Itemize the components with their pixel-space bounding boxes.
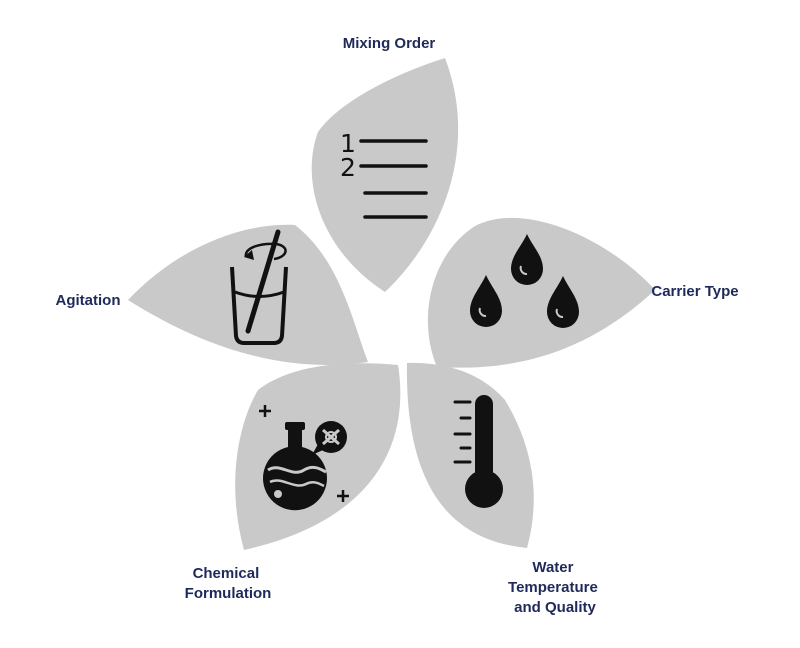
droplets-icon bbox=[470, 234, 579, 328]
list-number-1: 1 bbox=[340, 129, 356, 158]
petal-water-temperature-quality bbox=[406, 362, 534, 548]
label-water-temperature-quality: Water Temperature and Quality bbox=[508, 559, 602, 616]
thermometer-icon bbox=[453, 395, 503, 508]
petal-carrier-type bbox=[427, 217, 655, 368]
stirring-beaker-icon bbox=[230, 229, 288, 345]
droplet-top bbox=[511, 234, 543, 285]
label-mixing-order: Mixing Order bbox=[343, 35, 436, 52]
numbered-list-icon: 1 2 bbox=[340, 129, 428, 219]
flask-icon bbox=[259, 405, 349, 511]
label-chemical-formulation: Chemical Formulation bbox=[185, 565, 272, 602]
droplet-right bbox=[547, 276, 579, 328]
label-agitation: Agitation bbox=[56, 292, 121, 309]
label-carrier-type: Carrier Type bbox=[651, 283, 738, 300]
labels: Mixing Order Carrier Type Water Temperat… bbox=[56, 35, 739, 616]
list-number-2: 2 bbox=[340, 153, 356, 182]
petal-mixing-order bbox=[311, 58, 459, 292]
droplet-left bbox=[470, 275, 502, 327]
